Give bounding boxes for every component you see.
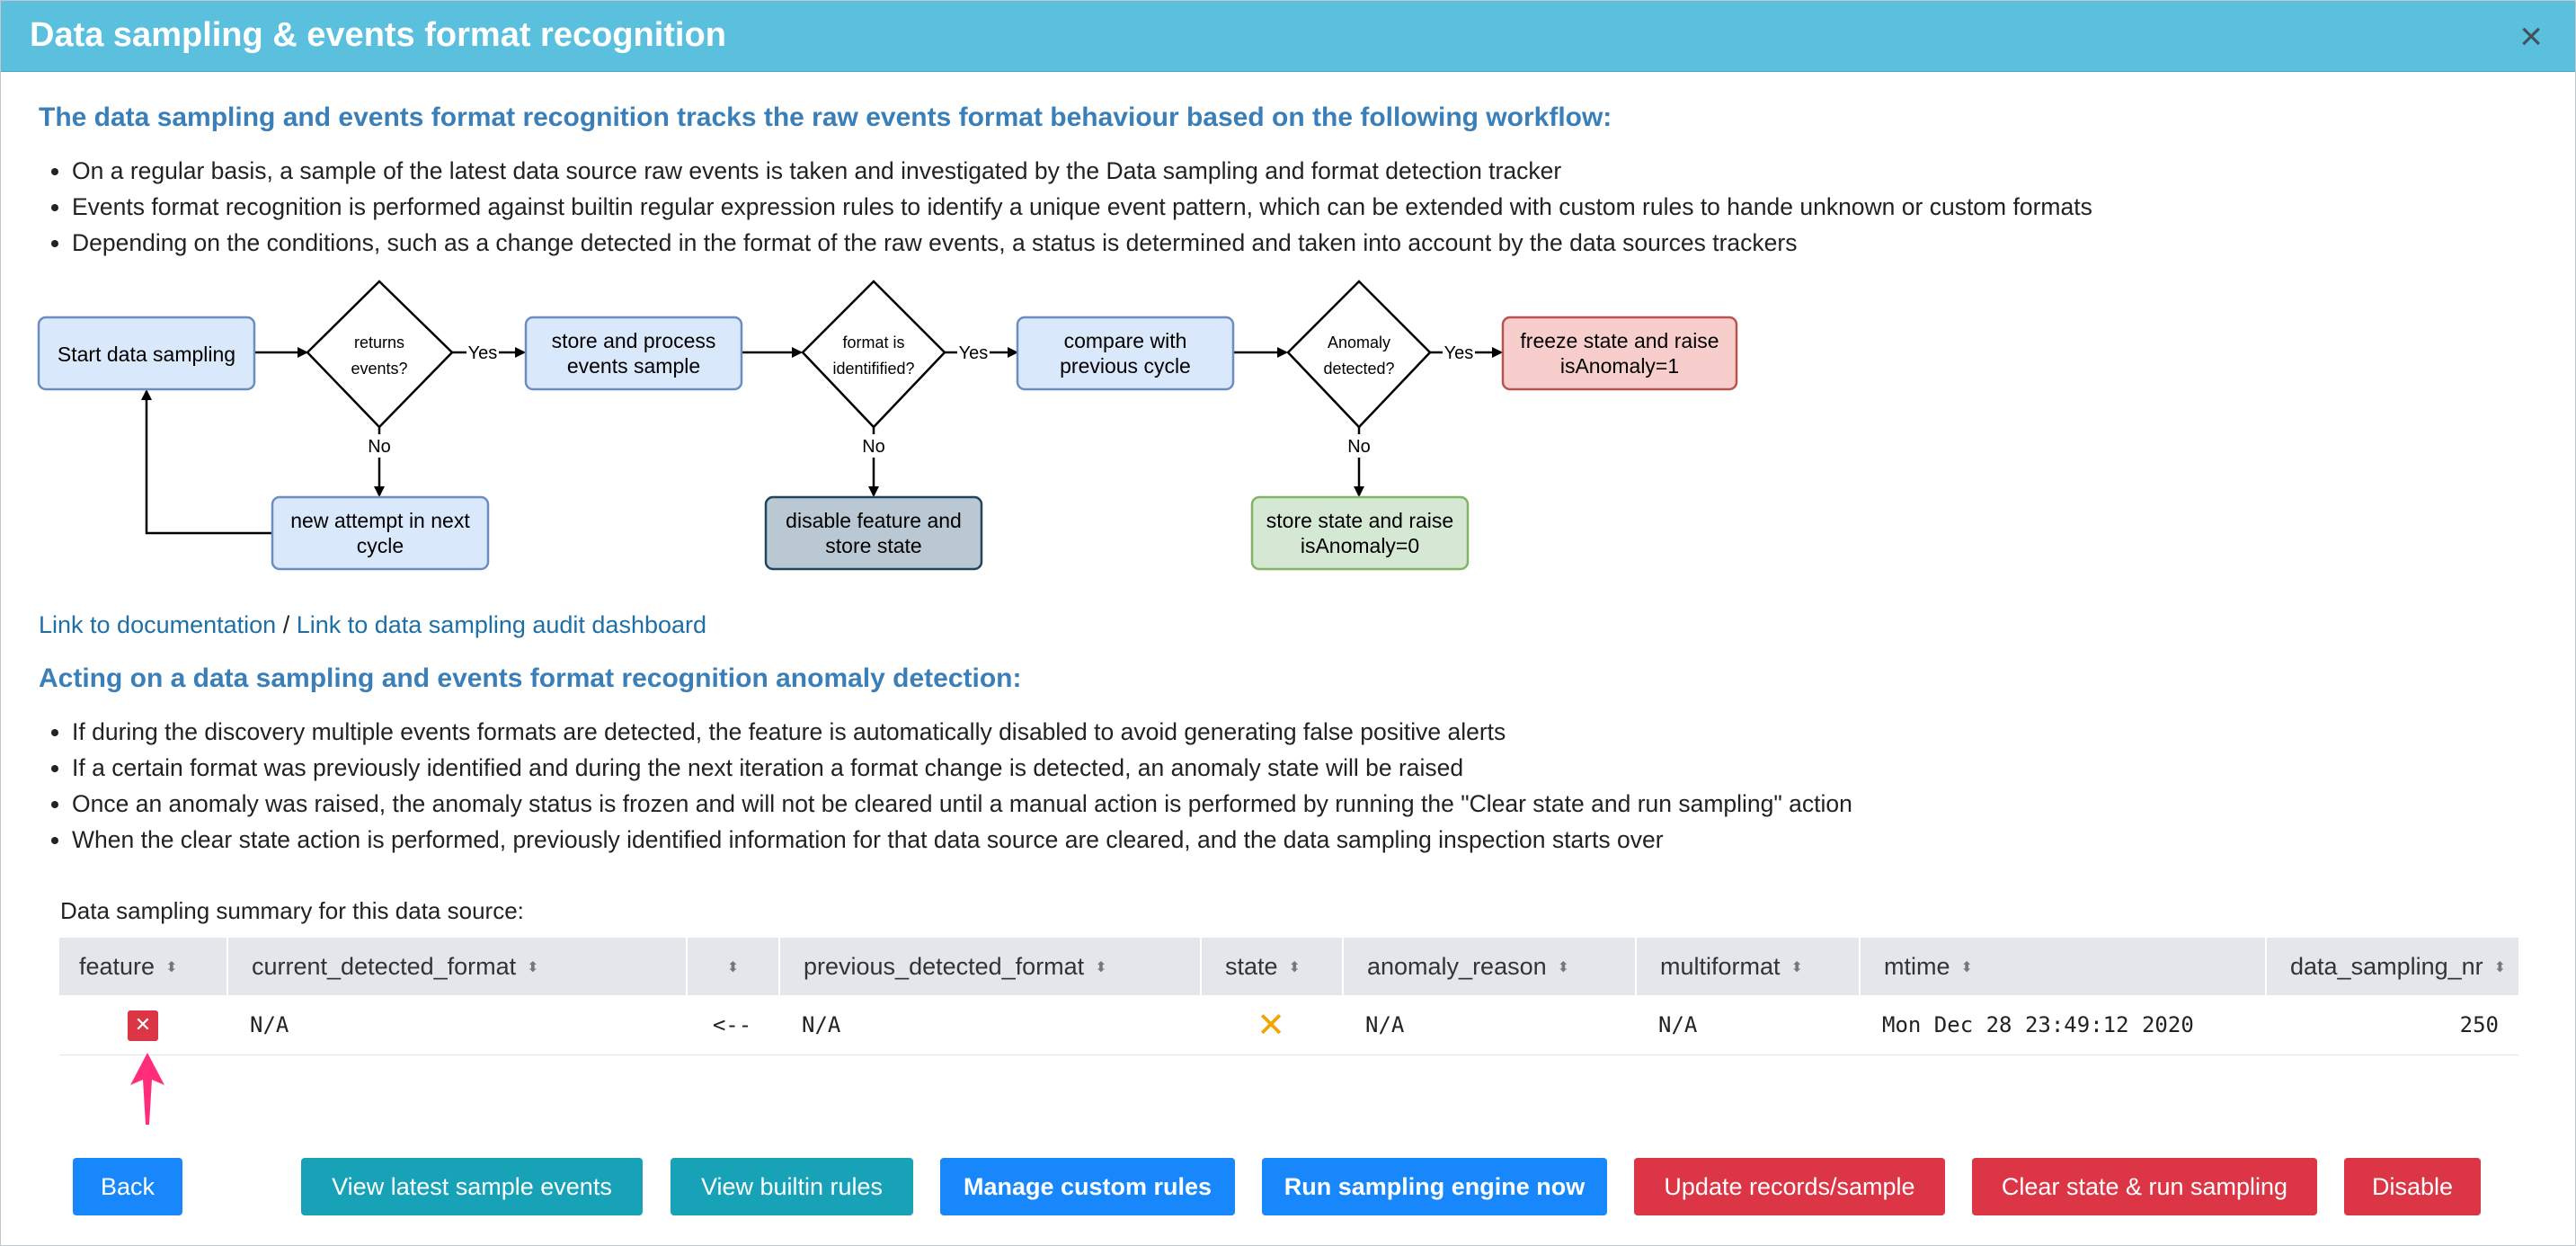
diagram-store-raise-box (1250, 495, 1470, 571)
diagram-new-attempt-text: cycle (357, 534, 404, 557)
back-button[interactable]: Back (73, 1158, 182, 1215)
manage-custom-rules-button[interactable]: Manage custom rules (940, 1158, 1235, 1215)
diagram-returns-events-text: returns (354, 334, 404, 352)
mtime-cell: Mon Dec 28 23:49:12 2020 (1882, 1012, 2194, 1037)
diagram-compare-text: compare with (1064, 329, 1187, 352)
workflow-bullet-list: On a regular basis, a sample of the late… (39, 153, 2092, 261)
previous-format-cell: N/A (802, 1012, 841, 1037)
sort-icon: ⬍ (1557, 959, 1570, 975)
workflow-diagram: Start data sampling returns events? stor… (37, 280, 1738, 571)
diagram-freeze-text: freeze state and raise (1520, 329, 1719, 352)
sort-icon: ⬍ (1790, 959, 1803, 975)
table-header: feature⬍ current_detected_format⬍ ⬍ prev… (59, 938, 2518, 995)
diagram-returns-events-text: events? (351, 360, 407, 378)
sort-icon: ⬍ (726, 959, 740, 975)
diagram-compare-box (1016, 316, 1235, 391)
column-header-anomaly-reason[interactable]: anomaly_reason⬍ (1342, 938, 1635, 995)
state-warning-icon: ✕ (1257, 1005, 1285, 1045)
diagram-store-process-text: events sample (567, 354, 700, 378)
column-header-arrow[interactable]: ⬍ (686, 938, 778, 995)
sort-icon: ⬍ (165, 959, 178, 975)
update-records-sample-button[interactable]: Update records/sample (1634, 1158, 1945, 1215)
diagram-format-identified-diamond (801, 280, 946, 429)
diagram-start-box (37, 316, 256, 391)
audit-dashboard-link[interactable]: Link to data sampling audit dashboard (296, 611, 707, 638)
column-header-data-sampling-nr[interactable]: data_sampling_nr⬍ (2265, 938, 2518, 995)
disable-button[interactable]: Disable (2344, 1158, 2481, 1215)
sort-icon: ⬍ (1960, 959, 1973, 975)
current-format-cell: N/A (250, 1012, 289, 1037)
diagram-no-label: No (368, 437, 391, 457)
modal-header: Data sampling & events format recognitio… (1, 1, 2575, 72)
diagram-freeze-text: isAnomaly=1 (1560, 354, 1679, 378)
diagram-yes-label: Yes (959, 343, 989, 363)
workflow-heading: The data sampling and events format reco… (39, 102, 1612, 132)
feature-cell: ✕ (59, 995, 227, 1055)
acting-heading: Acting on a data sampling and events for… (39, 663, 1022, 693)
list-item: Depending on the conditions, such as a c… (72, 225, 2092, 261)
column-header-previous-detected-format[interactable]: previous_detected_format⬍ (778, 938, 1200, 995)
diagram-format-identified-text: identifified? (832, 360, 914, 378)
list-item: On a regular basis, a sample of the late… (72, 153, 2092, 189)
diagram-format-identified-text: format is (842, 334, 904, 352)
close-icon[interactable]: × (2519, 14, 2543, 58)
column-header-mtime[interactable]: mtime⬍ (1859, 938, 2265, 995)
diagram-store-process-box (524, 316, 743, 391)
diagram-store-raise-text: isAnomaly=0 (1301, 534, 1419, 557)
sort-icon: ⬍ (1288, 959, 1301, 975)
diagram-compare-text: previous cycle (1060, 354, 1191, 378)
column-header-state[interactable]: state⬍ (1200, 938, 1342, 995)
diagram-returns-events-diamond (306, 280, 454, 429)
sort-icon: ⬍ (1095, 959, 1107, 975)
clear-state-run-sampling-button[interactable]: Clear state & run sampling (1972, 1158, 2317, 1215)
diagram-no-label: No (1347, 437, 1371, 457)
diagram-yes-label: Yes (468, 343, 498, 363)
run-sampling-engine-button[interactable]: Run sampling engine now (1262, 1158, 1607, 1215)
diagram-start-text: Start data sampling (58, 343, 235, 366)
links-row: Link to documentation / Link to data sam… (39, 607, 706, 643)
view-latest-sample-events-button[interactable]: View latest sample events (301, 1158, 643, 1215)
diagram-anomaly-text: detected? (1323, 360, 1394, 378)
diagram-yes-label: Yes (1444, 343, 1474, 363)
diagram-new-attempt-box (271, 495, 490, 571)
diagram-disable-box (764, 495, 983, 571)
diagram-store-process-text: store and process (552, 329, 716, 352)
annotation-arrow-icon (130, 1053, 164, 1125)
documentation-link[interactable]: Link to documentation (39, 611, 277, 638)
sort-icon: ⬍ (527, 959, 539, 975)
column-header-feature[interactable]: feature⬍ (79, 953, 178, 980)
diagram-anomaly-text: Anomaly (1328, 334, 1390, 352)
diagram-freeze-box (1501, 316, 1738, 391)
table-caption: Data sampling summary for this data sour… (60, 897, 524, 924)
list-item: If during the discovery multiple events … (72, 714, 1852, 750)
diagram-disable-text: disable feature and (786, 509, 962, 532)
list-item: If a certain format was previously ident… (72, 750, 1852, 786)
view-builtin-rules-button[interactable]: View builtin rules (671, 1158, 913, 1215)
diagram-anomaly-diamond (1286, 280, 1432, 429)
anomaly-reason-cell: N/A (1365, 1012, 1405, 1037)
column-header-multiformat[interactable]: multiformat⬍ (1635, 938, 1859, 995)
links-separator: / (276, 611, 297, 638)
diagram-store-raise-text: store state and raise (1266, 509, 1453, 532)
diagram-connectors (141, 347, 1503, 535)
modal-title: Data sampling & events format recognitio… (30, 16, 726, 54)
multiformat-cell: N/A (1658, 1012, 1698, 1037)
diagram-no-label: No (862, 437, 885, 457)
table-row: ✕ N/A <-- N/A ✕ N/A N/A Mon Dec 28 23:49… (59, 995, 2518, 1055)
column-header-current-detected-format[interactable]: current_detected_format⬍ (227, 938, 686, 995)
state-cell: ✕ (1200, 995, 1342, 1055)
data-sampling-nr-cell: 250 (2459, 1012, 2499, 1037)
arrow-cell: <-- (712, 1012, 752, 1037)
list-item: Events format recognition is performed a… (72, 189, 2092, 225)
diagram-disable-text: store state (825, 534, 921, 557)
acting-bullet-list: If during the discovery multiple events … (39, 714, 1852, 858)
list-item: Once an anomaly was raised, the anomaly … (72, 786, 1852, 822)
list-item: When the clear state action is performed… (72, 822, 1852, 858)
diagram-new-attempt-text: new attempt in next (290, 509, 470, 532)
sort-icon: ⬍ (2493, 959, 2507, 975)
feature-disabled-icon[interactable]: ✕ (128, 1010, 158, 1041)
